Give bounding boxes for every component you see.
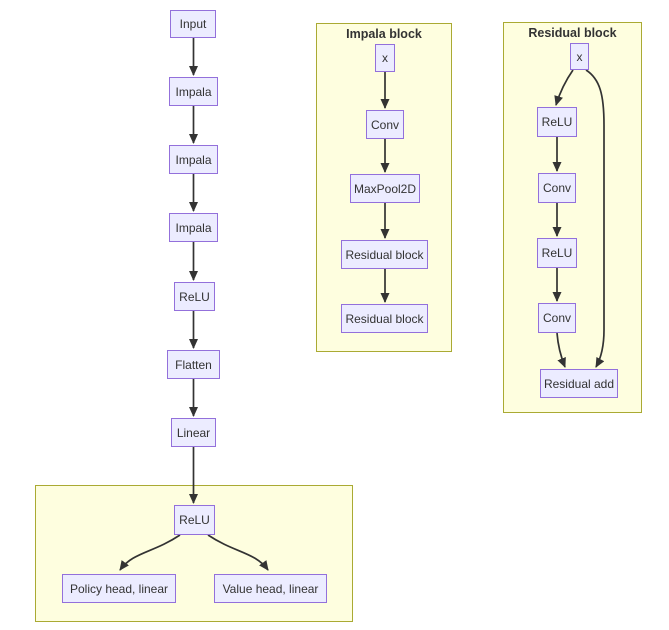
node-flatten: Flatten (167, 350, 220, 379)
node-value-head: Value head, linear (214, 574, 327, 603)
node-impala-3: Impala (169, 213, 218, 242)
node-impala-block-x: x (375, 44, 395, 72)
node-heads-relu: ReLU (174, 505, 215, 535)
node-linear: Linear (171, 418, 216, 447)
node-impala-block-residual-1: Residual block (341, 240, 428, 269)
residual-block-cluster-box (503, 22, 642, 413)
node-residual-block-add: Residual add (540, 369, 618, 398)
node-input: Input (170, 10, 216, 38)
node-residual-block-relu-2: ReLU (537, 238, 577, 268)
node-impala-block-maxpool: MaxPool2D (350, 174, 420, 203)
node-impala-2: Impala (169, 145, 218, 174)
residual-block-cluster-title: Residual block (528, 26, 617, 40)
node-policy-head: Policy head, linear (62, 574, 176, 603)
node-impala-1: Impala (169, 77, 218, 106)
node-residual-block-conv-2: Conv (538, 303, 576, 333)
node-residual-block-conv-1: Conv (538, 173, 576, 203)
node-impala-block-conv: Conv (366, 110, 404, 139)
node-relu: ReLU (174, 282, 215, 311)
node-residual-block-relu-1: ReLU (537, 107, 577, 137)
node-impala-block-residual-2: Residual block (341, 304, 428, 333)
node-residual-block-x: x (570, 43, 589, 70)
impala-block-cluster-title: Impala block (346, 27, 422, 41)
